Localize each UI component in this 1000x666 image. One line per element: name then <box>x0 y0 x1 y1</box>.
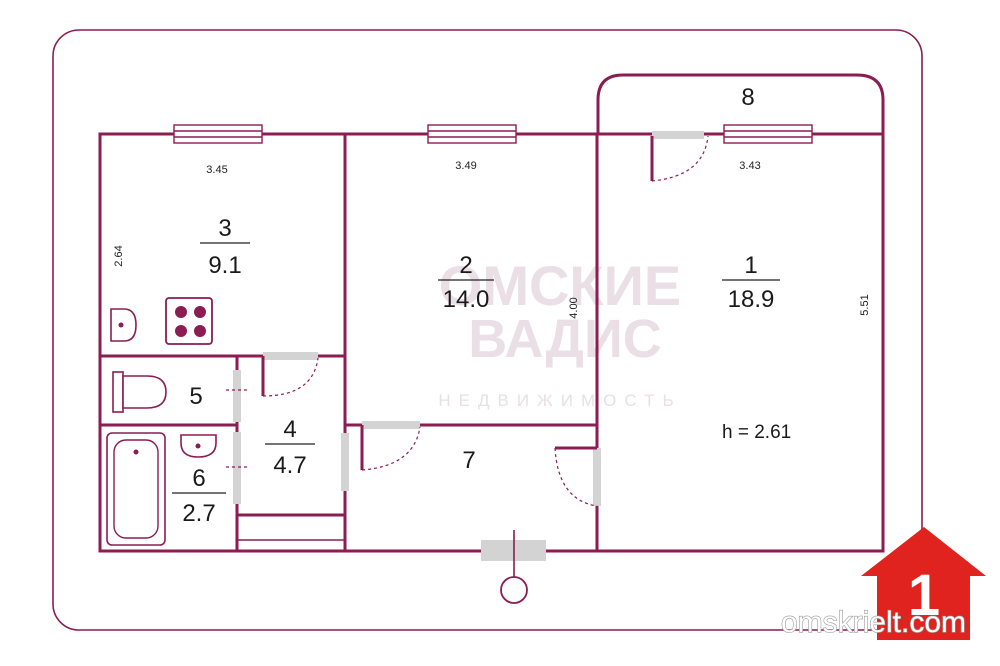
logo-site: omskrielt.com <box>781 606 966 639</box>
balcony-wall <box>596 73 885 134</box>
room-number: 1 <box>744 252 757 279</box>
room-8-label: 8 <box>741 84 754 111</box>
room-area: 9.1 <box>208 252 241 279</box>
door-hall-room7 <box>341 433 349 491</box>
room-3-label: 3 9.1 <box>200 215 250 279</box>
door-room3 <box>261 352 319 397</box>
dim-room2-width: 3.49 <box>455 160 476 172</box>
room-area: 18.9 <box>728 286 775 313</box>
door-balcony <box>650 131 709 182</box>
watermark: ОМСКИЕ ВАДИС НЕДВИЖИМОСТЬ <box>438 254 681 410</box>
toilet <box>112 371 167 413</box>
bathroom-sink <box>180 434 217 458</box>
kitchen-stove <box>165 297 213 345</box>
room-number: 8 <box>741 84 754 111</box>
window-room1 <box>723 124 813 144</box>
dimension-labels: 3.45 3.49 3.43 2.64 4.00 5.51 <box>113 160 871 319</box>
room-labels: 3 9.1 2 14.0 1 18.9 4 4.7 5 6 2.7 7 <box>172 84 791 527</box>
room-5-label: 5 <box>189 383 202 410</box>
bathtub <box>106 432 166 546</box>
agency-logo: 1 omskrielt.com <box>780 527 986 640</box>
dim-room2-depth: 4.00 <box>568 297 580 318</box>
dim-room1-depth: 5.51 <box>859 294 871 315</box>
door-room2 <box>360 421 421 471</box>
window-room2 <box>427 124 517 144</box>
room-2-label: 2 14.0 <box>438 252 494 313</box>
room-area: 14.0 <box>443 286 490 313</box>
room-number: 2 <box>459 252 472 279</box>
house-icon <box>861 527 986 640</box>
room-6-label: 6 2.7 <box>172 465 226 527</box>
door-room1 <box>554 446 601 507</box>
watermark-line3: НЕДВИЖИМОСТЬ <box>438 391 681 410</box>
room-number: 3 <box>218 215 231 242</box>
room-number: 4 <box>283 416 296 443</box>
room-7-label: 7 <box>462 447 475 474</box>
room-4-label: 4 4.7 <box>265 416 315 479</box>
room-number: 5 <box>189 383 202 410</box>
watermark-line2: ВАДИС <box>468 309 662 369</box>
doors <box>226 131 709 604</box>
window-room3 <box>173 124 263 144</box>
room-number: 7 <box>462 447 475 474</box>
dim-room3-width: 3.45 <box>206 164 227 176</box>
windows <box>173 124 813 144</box>
room-area: 4.7 <box>273 452 306 479</box>
outer-contour <box>52 29 923 631</box>
watermark-line1: ОМСКИЕ <box>439 254 681 317</box>
room-1-label: 1 18.9 <box>722 252 780 313</box>
door-wc <box>226 370 250 422</box>
ceiling-height: h = 2.61 <box>722 422 791 443</box>
entrance-door <box>481 530 546 604</box>
dim-room1-width: 3.43 <box>739 160 760 172</box>
outer-wall <box>98 132 885 553</box>
kitchen-sink <box>110 308 137 342</box>
dim-room3-depth: 2.64 <box>113 245 125 266</box>
room-number: 6 <box>192 465 205 492</box>
room-area: 2.7 <box>182 500 215 527</box>
door-bath <box>226 432 250 504</box>
logo-digit: 1 <box>908 563 940 628</box>
fixtures <box>106 297 217 546</box>
